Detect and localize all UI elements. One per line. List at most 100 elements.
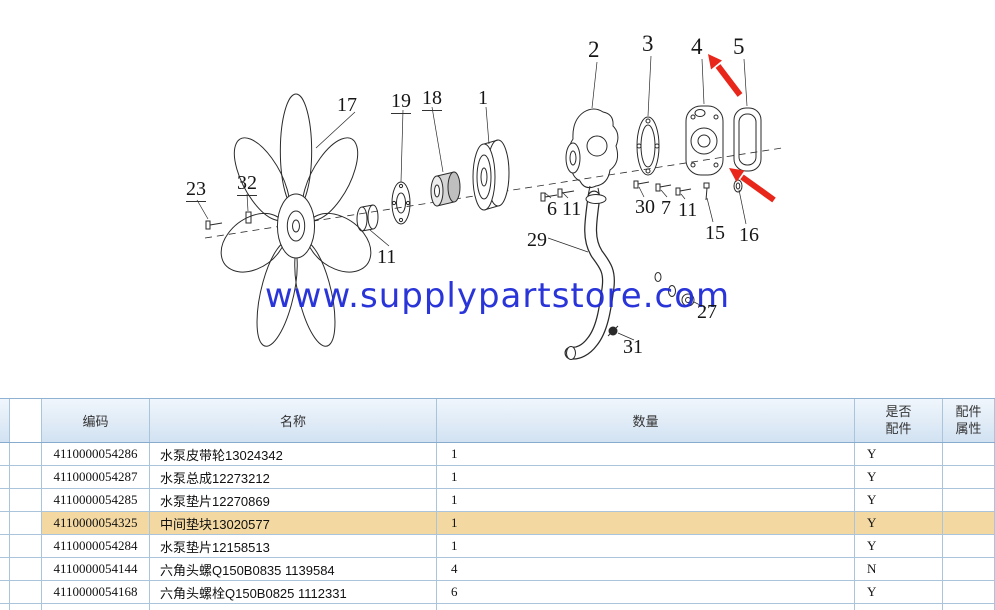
table-header-row: 编码 名称 数量 是否配件 配件属性 — [0, 399, 995, 443]
table-row[interactable]: 4110000054287 水泵总成12273212 1 Y — [0, 466, 995, 489]
header-code: 编码 — [42, 399, 150, 442]
callout-17: 17 — [337, 94, 357, 116]
red-pointer-arrow-1 — [708, 54, 743, 97]
part-plug-27 — [654, 272, 695, 307]
cell-fitting-attr — [943, 489, 995, 511]
cell-qty: 1 — [437, 466, 855, 488]
header-name: 名称 — [150, 399, 437, 442]
cell-is-fitting — [855, 604, 943, 610]
callout-4: 4 — [691, 34, 703, 59]
cell-fitting-attr — [943, 466, 995, 488]
cell-code: 4110000054284 — [42, 535, 150, 557]
row-corner-cell — [0, 489, 10, 511]
row-num-cell — [10, 604, 42, 610]
callout-1: 1 — [478, 87, 488, 109]
callout-2: 2 — [588, 37, 600, 62]
part-bolt-15 — [703, 182, 710, 201]
callout-5: 5 — [733, 34, 745, 59]
callout-leader-lines — [196, 55, 748, 341]
cell-name: 六角头螺栓Q150B0825 1112331 — [150, 581, 437, 603]
cell-code: 4110000054144 — [42, 558, 150, 580]
callout-11c: 11 — [678, 199, 698, 221]
cell-name: 水泵皮带轮13024342 — [150, 443, 437, 465]
header-is-fitting-label: 是否配件 — [885, 404, 912, 436]
part-bearing-18 — [430, 171, 461, 207]
row-corner-cell — [0, 535, 10, 557]
cell-fitting-attr — [943, 535, 995, 557]
callout-7: 7 — [661, 197, 671, 219]
header-qty: 数量 — [437, 399, 855, 442]
row-corner-cell — [0, 466, 10, 488]
part-gasket-5 — [733, 107, 762, 172]
row-corner-cell — [0, 512, 10, 534]
cell-qty: 6 — [437, 581, 855, 603]
row-corner-cell — [0, 443, 10, 465]
cell-is-fitting: Y — [855, 466, 943, 488]
cell-qty: 1 — [437, 535, 855, 557]
callout-11b: 11 — [562, 198, 582, 220]
header-fitting-attr-label: 配件属性 — [955, 404, 982, 436]
row-num-cell — [10, 443, 42, 465]
row-num-cell — [10, 535, 42, 557]
cell-code — [42, 604, 150, 610]
part-fan — [218, 94, 374, 357]
table-row[interactable]: 4110000054144 六角头螺Q150B0835 1139584 4 N — [0, 558, 995, 581]
part-screws-30-7-11 — [633, 180, 692, 196]
table-row[interactable]: 4110000054286 水泵皮带轮13024342 1 Y — [0, 443, 995, 466]
table-row[interactable]: 4110000054284 水泵垫片12158513 1 Y — [0, 535, 995, 558]
exploded-view-drawing — [196, 54, 783, 360]
cell-qty: 4 — [437, 558, 855, 580]
cell-is-fitting: Y — [855, 581, 943, 603]
callout-15: 15 — [705, 222, 725, 244]
cell-name: 六角头螺Q150B0835 1139584 — [150, 558, 437, 580]
cell-is-fitting: Y — [855, 443, 943, 465]
row-num-cell — [10, 489, 42, 511]
header-is-fitting: 是否配件 — [855, 399, 943, 442]
row-num-cell — [10, 558, 42, 580]
callout-16: 16 — [739, 224, 759, 246]
callout-6: 6 — [547, 198, 557, 220]
cell-name: 水泵垫片12158513 — [150, 535, 437, 557]
part-housing-4 — [685, 105, 724, 176]
cell-is-fitting: Y — [855, 535, 943, 557]
cell-is-fitting: N — [855, 558, 943, 580]
part-pulley-1 — [472, 139, 510, 211]
table-row-selected[interactable]: 4110000054325 中间垫块13020577 1 Y — [0, 512, 995, 535]
cell-name: 水泵总成12273212 — [150, 466, 437, 488]
cell-fitting-attr — [943, 558, 995, 580]
callout-29: 29 — [527, 229, 547, 251]
cell-fitting-attr — [943, 581, 995, 603]
cell-name — [150, 604, 437, 610]
table-row-partial[interactable] — [0, 604, 995, 610]
callout-18: 18 — [422, 87, 442, 111]
part-flange-19 — [391, 181, 411, 225]
parts-table: 编码 名称 数量 是否配件 配件属性 4110000054286 水泵皮带轮13… — [0, 398, 995, 610]
part-pipe-29 — [564, 190, 615, 360]
callout-31: 31 — [623, 336, 643, 358]
part-pump-assembly-2 — [565, 108, 619, 199]
cell-qty: 1 — [437, 512, 855, 534]
header-corner-cell — [0, 399, 10, 442]
cell-fitting-attr — [943, 443, 995, 465]
cell-fitting-attr — [943, 604, 995, 610]
part-screws-6-11 — [540, 188, 575, 202]
cell-code: 4110000054325 — [42, 512, 150, 534]
row-num-cell — [10, 466, 42, 488]
table-row[interactable]: 4110000054285 水泵垫片12270869 1 Y — [0, 489, 995, 512]
header-rownum-cell — [10, 399, 42, 442]
cell-qty: 1 — [437, 489, 855, 511]
callout-11a: 11 — [377, 246, 397, 268]
callout-19: 19 — [391, 90, 411, 114]
cell-is-fitting: Y — [855, 512, 943, 534]
row-num-cell — [10, 581, 42, 603]
part-spacer-11 — [356, 204, 379, 232]
cell-name: 中间垫块13020577 — [150, 512, 437, 534]
exploded-diagram: www.supplypartstore.com 2 3 4 5 17 19 18… — [186, 32, 783, 360]
cell-code: 4110000054286 — [42, 443, 150, 465]
part-stud-32 — [245, 211, 252, 224]
header-fitting-attr: 配件属性 — [943, 399, 995, 442]
table-row[interactable]: 4110000054168 六角头螺栓Q150B0825 1112331 6 Y — [0, 581, 995, 604]
cell-code: 4110000054285 — [42, 489, 150, 511]
part-bolt-31 — [607, 325, 619, 337]
